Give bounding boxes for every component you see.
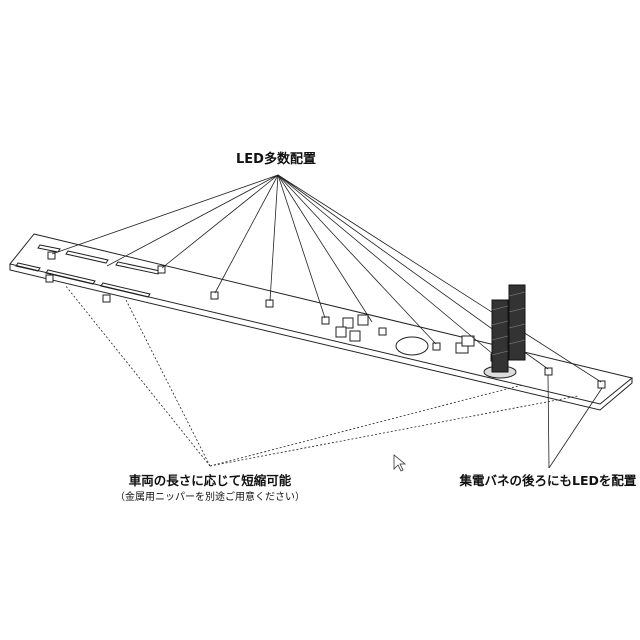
circuit-board [9,233,634,405]
cut-slots [15,244,161,298]
led-leader-lines [51,174,603,469]
collector-springs [483,284,526,379]
led [157,265,166,274]
shortenable-label: 車両の長さに応じて短縮可能 [128,473,292,488]
led [47,251,56,260]
led [102,294,111,303]
nipper-note-label: （金属用ニッパーを別途ご用意ください） [115,492,305,503]
led [597,380,606,389]
components [335,314,475,354]
led [432,342,441,351]
led [265,299,274,308]
led [378,327,387,336]
led [210,291,219,300]
led [544,367,553,376]
led-many-label: LED多数配置 [236,152,316,167]
led [45,274,54,283]
led [321,316,330,325]
dotted-leader-lines [64,284,579,467]
led-behind-spring-label: 集電バネの後ろにもLEDを配置 [459,473,637,488]
mouse-cursor-icon [393,454,407,472]
board-edge [9,264,633,411]
board-hole [395,336,429,356]
